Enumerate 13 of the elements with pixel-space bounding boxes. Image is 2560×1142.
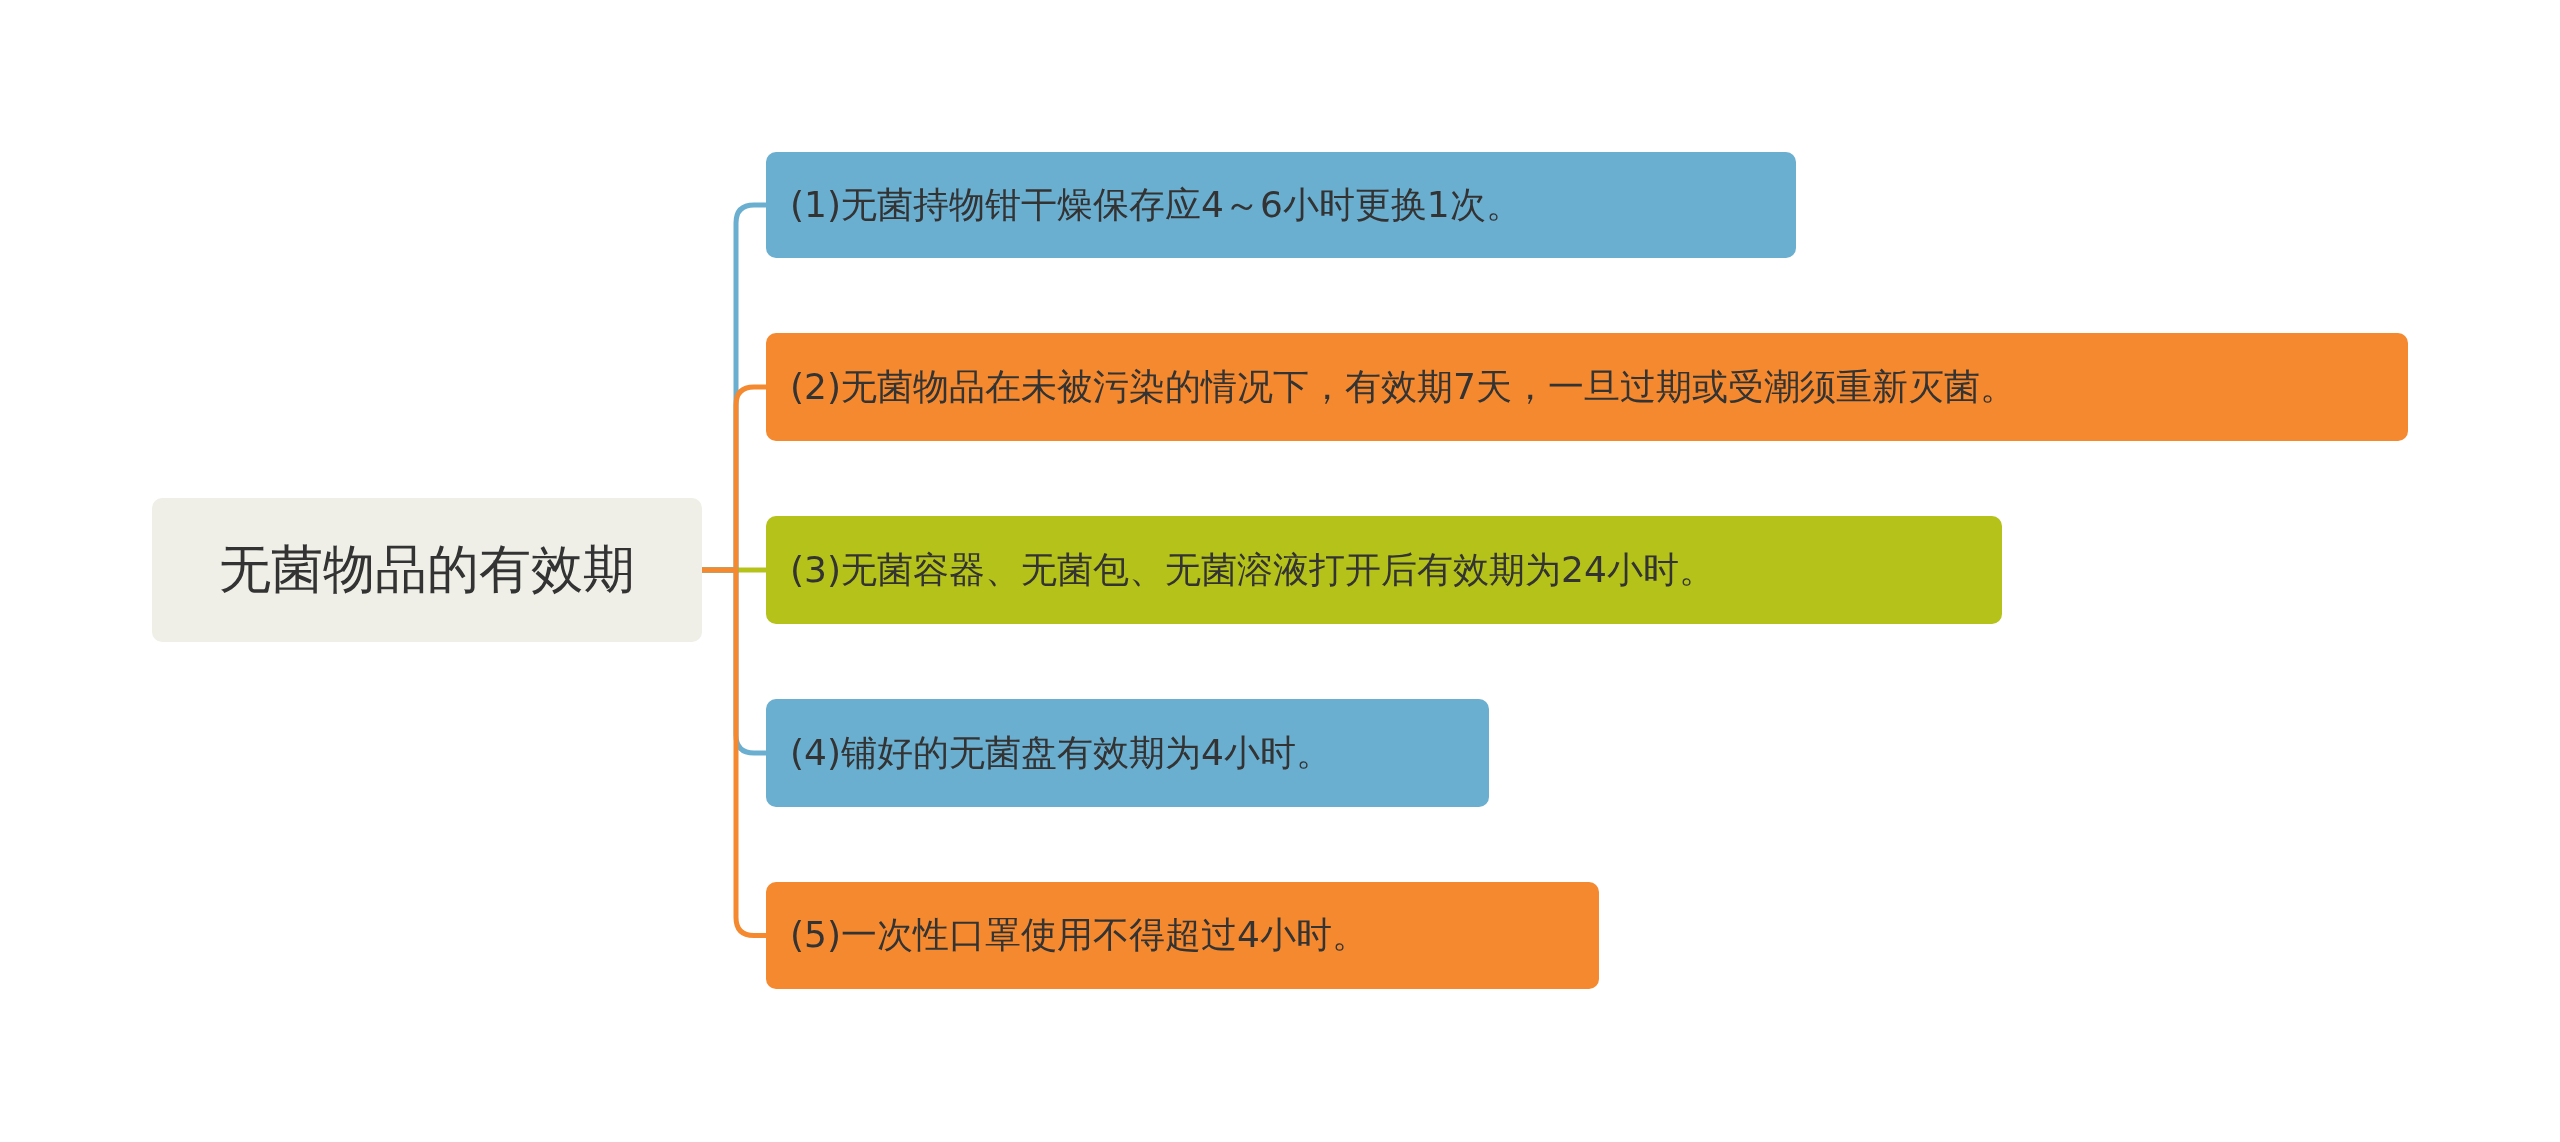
branch-box [766,882,1599,989]
topic-box [152,498,702,642]
branch-box [766,333,2408,441]
branch-text: (2)无菌物品在未被污染的情况下，有效期7天，一旦过期或受潮须重新灭菌。 [790,364,2016,409]
topic-text: 无菌物品的有效期 [219,538,635,601]
branch-text: (5)一次性口罩使用不得超过4小时。 [790,913,1368,957]
branch-text: (4)铺好的无菌盘有效期为4小时。 [790,730,1332,775]
branch-text: (1)无菌持物钳干燥保存应4～6小时更换1次。 [790,182,1522,227]
branch-box [766,152,1796,258]
branch-box [766,699,1489,807]
branch-text: (3)无菌容器、无菌包、无菌溶液打开后有效期为24小时。 [790,547,1715,592]
connector-line [702,567,766,938]
branch-box [766,516,2002,624]
